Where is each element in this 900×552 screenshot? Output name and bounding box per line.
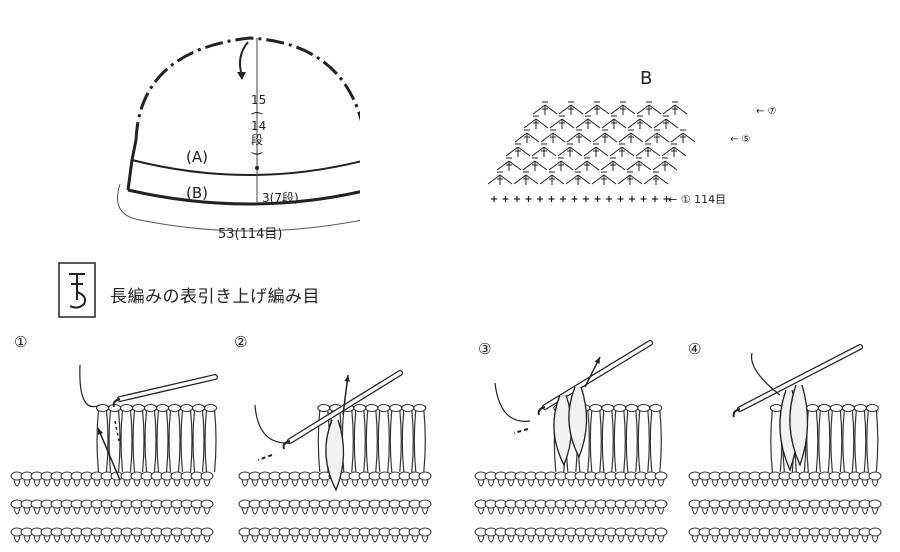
chart-b-cluster	[540, 129, 566, 143]
chart-b-cluster	[592, 129, 618, 143]
chart-b-symbols	[487, 101, 696, 202]
chart-b-cluster	[558, 101, 584, 115]
chart-b-cluster	[575, 115, 601, 129]
chart-b-cluster	[661, 143, 687, 157]
direction-arrow	[239, 41, 249, 77]
step-illustrations	[10, 340, 886, 552]
chart-b-cluster	[626, 157, 652, 171]
chart-b-cluster	[653, 115, 679, 129]
chart-b-cluster	[496, 157, 522, 171]
chart-b-cluster	[670, 129, 696, 143]
chart-b-cluster	[584, 101, 610, 115]
hat-dome-dashed	[134, 36, 360, 141]
chart-b-cluster	[565, 171, 591, 185]
chart-b-cluster	[652, 157, 678, 171]
svg-text:14: 14	[251, 119, 266, 133]
row-label-7: ← ⑦	[756, 106, 777, 117]
chart-b-cluster	[539, 171, 565, 185]
chart-b-cluster	[548, 157, 574, 171]
step-number-4: ④	[688, 340, 702, 358]
circumference-label: 53(114目)	[218, 227, 283, 242]
step-number-1: ①	[14, 333, 28, 351]
chart-b-cluster	[557, 143, 583, 157]
chart-b-cluster	[487, 171, 513, 185]
stitch-symbol-icon	[58, 262, 96, 318]
hat-brim-bottom	[127, 188, 360, 206]
chart-b-cluster	[514, 129, 540, 143]
chart-b-cluster	[600, 157, 626, 171]
chart-b-cluster	[627, 115, 653, 129]
step-number-3: ③	[478, 340, 492, 358]
chart-b-cluster	[523, 115, 549, 129]
hat-left-side	[130, 139, 138, 161]
chart-b-cluster	[513, 171, 539, 185]
row-label-1: ← ① 114目	[668, 193, 726, 206]
hat-label-a: (A)	[186, 148, 208, 166]
hat-diagram: (A) (B) 15 ( 14 段 ) 3(7段) 53(114目)	[117, 36, 360, 242]
chart-b-cluster	[549, 115, 575, 129]
step-2-illustration	[238, 370, 432, 552]
chart-b-cluster	[644, 129, 670, 143]
chart-b-cluster	[662, 101, 688, 115]
svg-text:段: 段	[251, 132, 263, 147]
chart-b-cluster	[505, 143, 531, 157]
chart-b-cluster	[636, 101, 662, 115]
step-3-illustration	[474, 340, 668, 552]
step-number-2: ②	[234, 333, 248, 351]
chart-b-cluster	[531, 143, 557, 157]
chart-b-cluster	[574, 157, 600, 171]
hat-label-b: (B)	[186, 184, 208, 202]
chart-b-cluster	[635, 143, 661, 157]
chart-b-cluster	[522, 157, 548, 171]
svg-text:15: 15	[251, 93, 266, 107]
chart-b-cluster	[610, 101, 636, 115]
chart-b-cluster	[583, 143, 609, 157]
chart-b-cluster	[609, 143, 635, 157]
step-4-illustration	[688, 344, 886, 552]
row-label-5: ← ⑤	[730, 134, 751, 145]
chart-b-title: B	[640, 68, 652, 89]
chart-b-cluster	[617, 171, 643, 185]
band-label: 3(7段)	[262, 190, 299, 205]
hat-circumference-arc	[117, 183, 360, 232]
hat-ab-line	[131, 159, 360, 176]
chart-b: B ← ⑦ ← ⑤ ← ① 114目	[487, 68, 777, 206]
chart-b-cluster	[618, 129, 644, 143]
height-label: 15 ( 14 段 )	[250, 93, 266, 156]
chart-b-cluster	[532, 101, 558, 115]
svg-text:): )	[250, 151, 264, 156]
hat-brim-left	[126, 159, 134, 191]
stitch-title: 長編みの表引き上げ編み目	[110, 287, 320, 307]
svg-text:(: (	[250, 111, 264, 116]
chart-b-cluster	[643, 171, 669, 185]
step-1-illustration	[10, 364, 218, 552]
chart-b-cluster	[591, 171, 617, 185]
chart-b-cluster	[601, 115, 627, 129]
chart-b-cluster	[566, 129, 592, 143]
